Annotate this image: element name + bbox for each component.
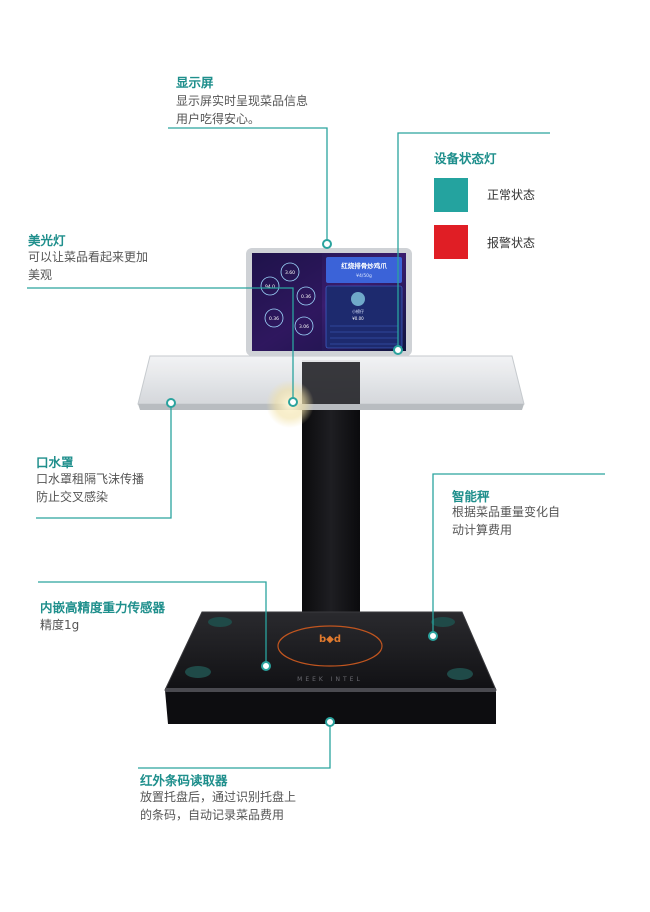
barcode-reader-title: 红外条码读取器 <box>140 773 228 788</box>
callout-line-smart-scale <box>432 473 605 636</box>
alarm-status-label: 报警状态 <box>487 236 536 250</box>
bubble-value: 94.0 <box>265 284 275 290</box>
scale-foot-pad <box>185 666 211 678</box>
screen-bubble <box>296 286 316 306</box>
barcode-reader-desc: 放置托盘后，通过识别托盘上 的条码，自动记录菜品费用 <box>140 788 296 824</box>
panel-caption: 小螃仔 <box>352 308 364 314</box>
desc-line: 可以让菜品看起来更加 <box>28 250 149 264</box>
scale-base-side <box>165 690 496 724</box>
bubble-value: 3.60 <box>285 270 295 276</box>
screen-bubble <box>260 276 280 296</box>
screen-bubble <box>280 262 300 282</box>
desc-line: 用户吃得安心。 <box>176 112 261 126</box>
desc-line: 的条码，自动记录菜品费用 <box>140 808 285 822</box>
bubble-value: 0.36 <box>269 316 279 322</box>
normal-status-label: 正常状态 <box>487 188 536 202</box>
normal-status-swatch <box>434 178 468 212</box>
desc-line: 美观 <box>28 268 53 282</box>
screen-dish-name: 红烧排骨炒鸡爪 <box>341 261 387 270</box>
screen-price-unit: ¥4/50g <box>356 273 372 279</box>
screen-info-panel <box>325 285 403 349</box>
device-logo-text: MEEK INTEL <box>297 676 363 683</box>
bubble-value: 0.36 <box>301 294 311 300</box>
callout-line-mouth-guard <box>36 403 172 519</box>
callout-dot-gravity-sensor <box>261 661 271 671</box>
logo-mark: b◆d <box>319 634 341 645</box>
desc-line: 动计算费用 <box>452 523 513 537</box>
alarm-status-swatch <box>434 225 468 259</box>
mouth-guard-title: 口水罩 <box>36 455 74 470</box>
desc-line: 显示屏实时呈现菜品信息 <box>176 94 309 108</box>
scale-foot-pad <box>208 617 232 627</box>
mouth-guard-desc: 口水罩租隔飞沫传播 防止交叉感染 <box>36 470 144 506</box>
gravity-sensor-title: 内嵌高精度重力传感器 <box>40 600 166 615</box>
desc-line: 精度1g <box>40 618 80 632</box>
callout-line-status-light <box>397 132 550 350</box>
status-light-title: 设备状态灯 <box>434 151 497 166</box>
callout-line-barcode-reader <box>138 722 331 769</box>
display-desc: 显示屏实时呈现菜品信息 用户吃得安心。 <box>176 92 308 128</box>
dish-image <box>351 292 365 306</box>
callout-dot-status-light <box>393 345 403 355</box>
screen-title-panel <box>326 257 402 283</box>
beauty-light-desc: 可以让菜品看起来更加 美观 <box>28 248 148 284</box>
desc-line: 根据菜品重量变化自 <box>452 505 561 519</box>
callout-line-gravity-sensor <box>38 581 267 666</box>
callout-line-display <box>168 127 328 244</box>
desc-line: 口水罩租隔飞沫传播 <box>36 472 145 486</box>
display-title: 显示屏 <box>176 75 214 90</box>
screen-bubble <box>294 316 314 336</box>
panel-price: ¥0.00 <box>352 316 364 321</box>
logo-ring <box>277 625 383 667</box>
scale-foot-pad <box>431 617 455 627</box>
beauty-light-title: 美光灯 <box>28 233 66 248</box>
scale-foot-pad <box>447 668 473 680</box>
callout-dot-barcode-reader <box>325 717 335 727</box>
gravity-sensor-desc: 精度1g <box>40 616 79 634</box>
callout-line-beauty-light <box>27 287 294 402</box>
bubble-value: 3.06 <box>299 324 309 330</box>
callout-dot-mouth-guard <box>166 398 176 408</box>
callout-dot-smart-scale <box>428 631 438 641</box>
screen-bubble <box>264 308 284 328</box>
smart-scale-desc: 根据菜品重量变化自 动计算费用 <box>452 503 560 539</box>
callout-dot-beauty-light <box>288 397 298 407</box>
smart-scale-title: 智能秤 <box>452 489 490 504</box>
desc-line: 防止交叉感染 <box>36 490 109 504</box>
callout-dot-display <box>322 239 332 249</box>
desc-line: 放置托盘后，通过识别托盘上 <box>140 790 297 804</box>
